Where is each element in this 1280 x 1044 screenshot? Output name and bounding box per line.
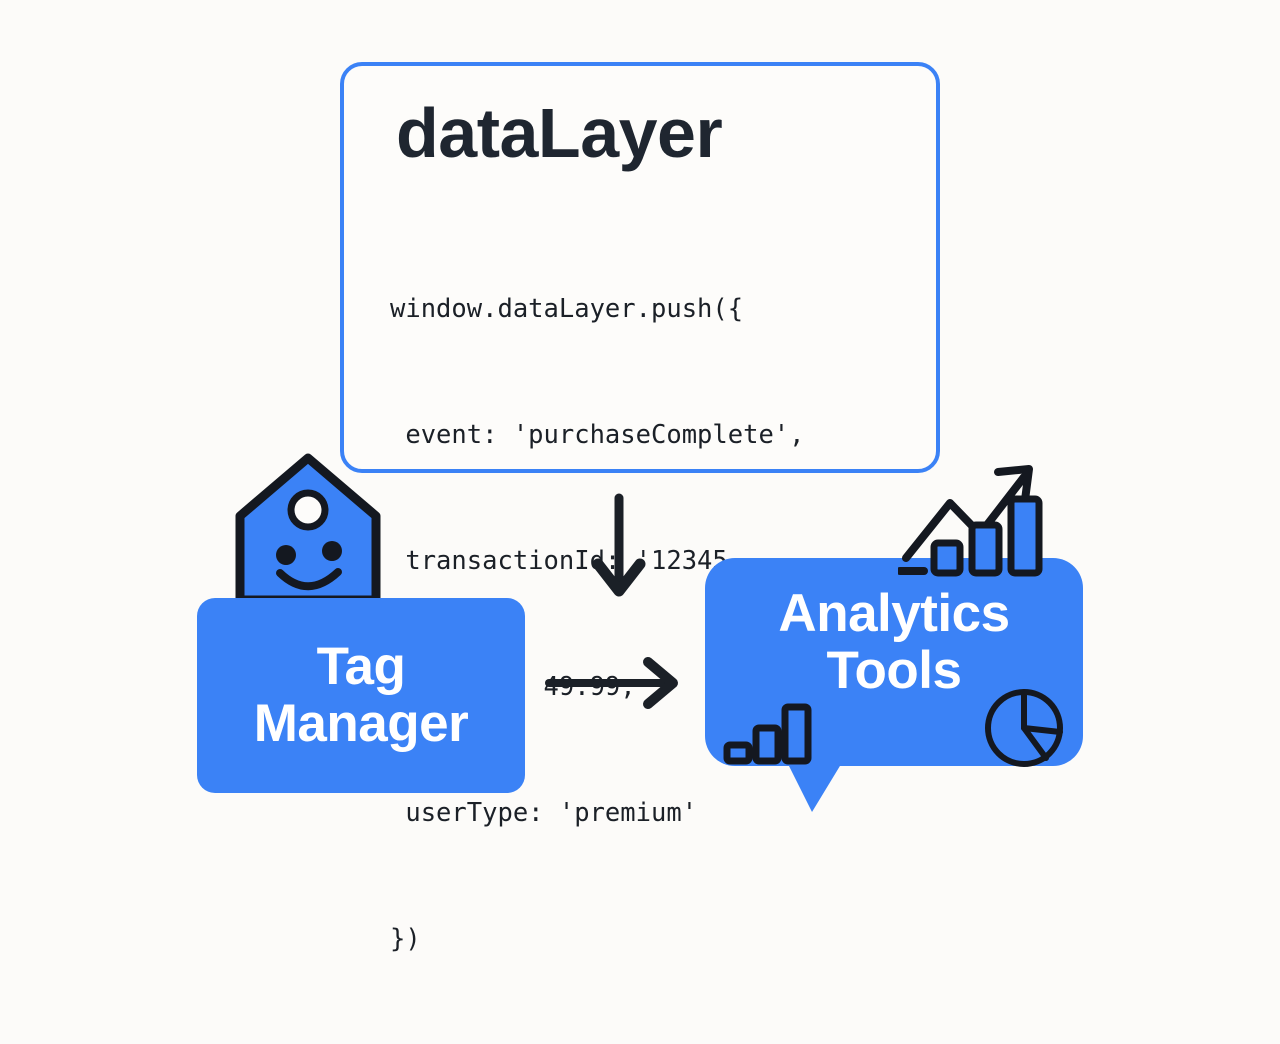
code-line: userType: 'premium' xyxy=(390,798,698,828)
tag-manager-line-1: Tag xyxy=(316,636,406,696)
speech-bubble-tail xyxy=(784,756,846,812)
tag-manager-card[interactable]: Tag Manager xyxy=(197,598,525,793)
tag-manager-line-2: Manager xyxy=(253,693,469,753)
analytics-line-1: Analytics xyxy=(778,584,1010,643)
datalayer-code-card: dataLayer window.dataLayer.push({ event:… xyxy=(340,62,940,954)
arrow-down-icon xyxy=(592,493,646,597)
diagram-canvas: dataLayer window.dataLayer.push({ event:… xyxy=(197,62,1083,954)
bar-chart-icon xyxy=(723,703,812,765)
code-line: }) xyxy=(390,924,421,954)
code-line: event: 'purchaseComplete', xyxy=(390,420,805,450)
growth-chart-icon xyxy=(898,465,1043,577)
tag-manager-label: Tag Manager xyxy=(197,598,525,793)
code-line: window.dataLayer.push({ xyxy=(390,294,744,324)
analytics-line-2: Tools xyxy=(826,640,962,700)
pie-chart-icon xyxy=(985,689,1063,767)
code-card-title: dataLayer xyxy=(396,94,723,172)
arrow-right-icon xyxy=(545,657,678,709)
code-line: transactionId: '12345, xyxy=(390,546,744,576)
tag-smiley-icon xyxy=(235,453,381,605)
analytics-tools-label: Analytics Tools xyxy=(705,584,1083,700)
